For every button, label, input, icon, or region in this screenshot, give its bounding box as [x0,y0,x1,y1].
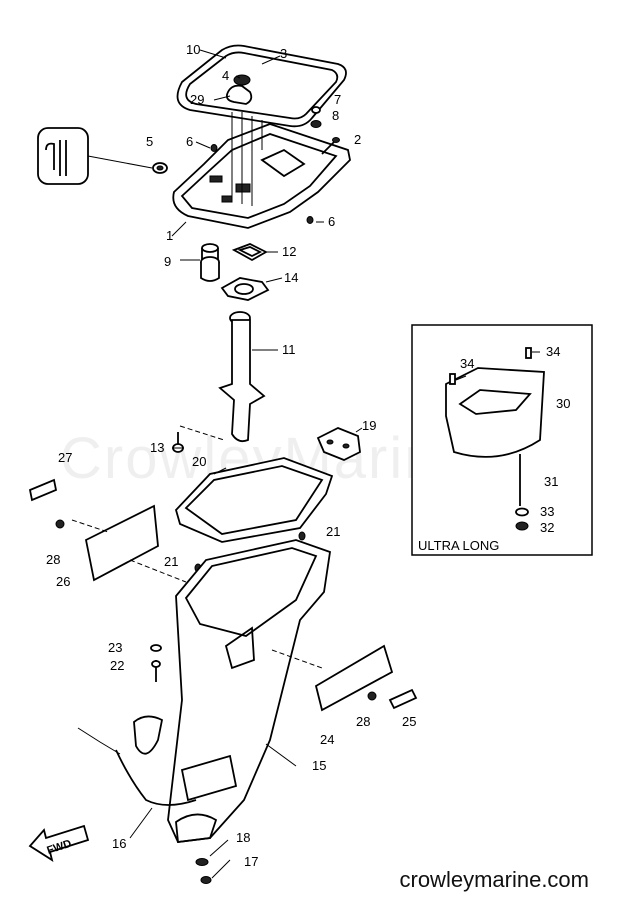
callout-34-left: 34 [460,356,474,371]
callout-10: 10 [186,42,200,57]
inset-label: ULTRA LONG [418,538,499,553]
gasket-20 [174,457,334,543]
panel-26 [84,504,159,582]
bolt-22-washer-23 [150,644,162,682]
callout-5: 5 [146,134,153,149]
callout-6-top: 6 [186,134,193,149]
grommet-21-right [298,531,306,541]
inset-ultra-long: ULTRA LONG [411,324,593,556]
bolt-2 [321,137,340,155]
guide-line-24 [271,649,323,669]
callout-16: 16 [112,836,126,851]
callout-22: 22 [110,658,124,673]
callout-13: 13 [150,440,164,455]
extension-30 [445,367,545,458]
guide-line-26 [71,519,187,583]
fwd-arrow: FWD [28,824,90,862]
plate-27 [28,478,58,502]
site-url: crowleymarine.com [399,867,590,892]
detail-view-5 [37,127,153,185]
exhaust-guide-11 [218,311,266,443]
callout-19: 19 [362,418,376,433]
callout-33: 33 [540,504,554,519]
callout-18: 18 [236,830,250,845]
callout-2: 2 [354,132,361,147]
gasket-10 [176,44,347,128]
callout-30: 30 [556,396,570,411]
washer-33 [515,507,529,517]
upper-casing-15 [167,539,332,844]
callout-17: 17 [244,854,258,869]
callout-21-right: 21 [326,524,340,539]
callout-31: 31 [544,474,558,489]
pin-34-left [449,373,456,385]
callout-34-right: 34 [546,344,560,359]
callout-8: 8 [332,108,339,123]
callout-28-right: 28 [356,714,370,729]
part-5-washer [152,162,168,174]
collar-9 [200,243,220,282]
gasket-14 [220,277,270,301]
callout-6-right: 6 [328,214,335,229]
callout-24: 24 [320,732,334,747]
screw-28-right [367,691,377,701]
callout-7: 7 [334,92,341,107]
callout-9: 9 [164,254,171,269]
seal-12 [231,243,268,262]
callout-1: 1 [166,228,173,243]
nut-32 [515,521,529,531]
grommet-6-left [210,144,218,152]
grommet-6-right [306,216,314,224]
callout-26: 26 [56,574,70,589]
bottom-cowling-plate-1 [172,112,351,229]
washer-18 [195,858,209,866]
callout-32: 32 [540,520,554,535]
callout-11: 11 [282,342,296,357]
callout-15: 15 [312,758,326,773]
callout-14: 14 [284,270,298,285]
callout-28-left: 28 [46,552,60,567]
callout-23: 23 [108,640,122,655]
plate-25 [388,688,418,710]
leader-lines [129,49,540,879]
bracket-19 [316,427,361,461]
callout-25: 25 [402,714,416,729]
callout-21-left: 21 [164,554,178,569]
bolt-7-washer-8 [310,106,322,128]
screw-28-left [55,519,65,529]
callout-27: 27 [58,450,72,465]
water-hose-16 [77,715,197,806]
callout-3: 3 [280,46,287,61]
callout-20: 20 [192,454,206,469]
callout-12: 12 [282,244,296,259]
panel-24 [314,644,394,712]
pin-34-right [525,347,532,359]
callout-4: 4 [222,68,229,83]
screw-17 [200,876,212,884]
callout-labels: 10 3 4 29 7 8 2 5 6 6 1 9 12 14 11 13 19… [46,42,570,869]
callout-29: 29 [190,92,204,107]
